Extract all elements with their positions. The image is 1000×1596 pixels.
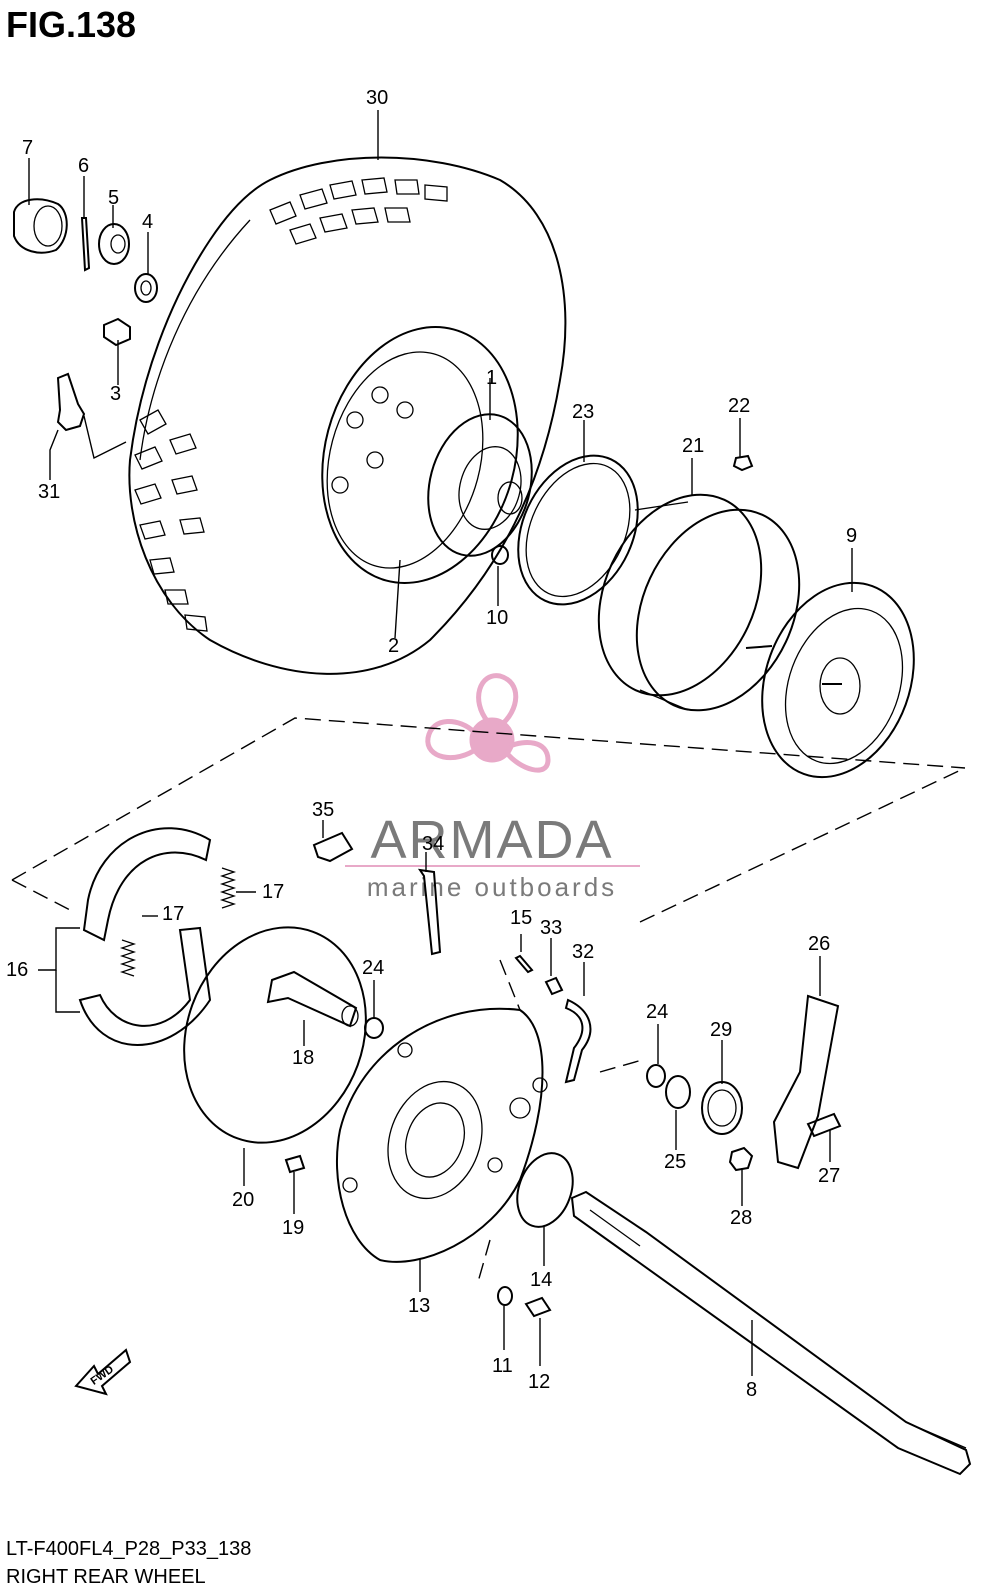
callout-29: 29: [710, 1019, 732, 1041]
figure-code: LT-F400FL4_P28_P33_138: [6, 1538, 252, 1560]
brake-arm-part-26: [772, 994, 840, 1170]
callout-8: 8: [746, 1379, 757, 1401]
callout-33: 33: [540, 917, 562, 939]
callout-34: 34: [422, 833, 444, 855]
callout-30: 30: [366, 87, 388, 109]
callout-24a: 24: [362, 957, 384, 979]
callout-35: 35: [312, 799, 334, 821]
figure-name: RIGHT REAR WHEEL: [6, 1566, 206, 1588]
wheel-rim-part-1: [321, 326, 533, 584]
camshaft-part-18: [266, 970, 359, 1028]
callout-26: 26: [808, 933, 830, 955]
washer-part-4: [134, 273, 158, 303]
tire-part-30: [128, 156, 567, 675]
callout-4: 4: [142, 211, 153, 233]
washer-part-11: [497, 1286, 513, 1306]
bolt-part-19: [284, 1154, 306, 1174]
callout-11: 11: [492, 1355, 513, 1377]
callout-23: 23: [572, 401, 594, 423]
seal-part-25: [665, 1075, 691, 1109]
callout-24b: 24: [646, 1001, 668, 1023]
callout-17a: 17: [262, 881, 284, 903]
callout-5: 5: [108, 187, 119, 209]
o-ring-part-24a: [364, 1017, 384, 1039]
fwd-arrow-icon: FWD: [74, 1348, 132, 1396]
o-ring-part-20: [183, 926, 367, 1144]
rod-part-34: [417, 868, 442, 956]
hub-cap-part-7: [13, 198, 68, 254]
assembly-dashed-lines: [11, 717, 966, 1283]
bolt-part-27: [806, 1112, 842, 1138]
valve-stem-part-31: [56, 372, 86, 432]
brake-drum-part-9: [745, 581, 915, 779]
callout-12: 12: [528, 1371, 550, 1393]
callout-17b: 17: [162, 903, 184, 925]
callout-15: 15: [510, 907, 532, 929]
spring-part-17b: [119, 939, 137, 977]
return-spring-part-29: [701, 1081, 743, 1135]
callout-31: 31: [38, 481, 60, 503]
callout-6: 6: [78, 155, 89, 177]
bolt-part-22: [732, 454, 754, 472]
callout-13: 13: [408, 1295, 430, 1317]
axle-shaft-part-8: [570, 1190, 972, 1476]
callout-10: 10: [486, 607, 508, 629]
cotter-pin-part-6: [80, 217, 91, 272]
watermark-tagline: marine outboards: [367, 872, 617, 902]
callout-3: 3: [110, 383, 121, 405]
callout-9: 9: [846, 525, 857, 547]
callout-21: 21: [682, 435, 704, 457]
callout-32: 32: [572, 941, 594, 963]
callout-20: 20: [232, 1189, 254, 1211]
o-ring-part-24b: [646, 1064, 666, 1088]
callout-16: 16: [6, 959, 28, 981]
callout-18: 18: [292, 1047, 314, 1069]
callout-2: 2: [388, 635, 399, 657]
grommet-part-33: [544, 976, 564, 996]
callout-14: 14: [530, 1269, 552, 1291]
nut-part-3: [103, 317, 131, 347]
nut-part-28: [728, 1146, 754, 1172]
drum-cover-part-21: [597, 493, 801, 712]
clip-part-35: [312, 831, 354, 863]
hose-part-32: [564, 998, 592, 1084]
callouts: 30 7 6 5 4 3 1 31 23 22 21 9 10 2 35 34 …: [6, 87, 857, 1401]
propeller-icon: [425, 673, 551, 773]
figure-title: FIG.138: [6, 4, 137, 45]
callout-27: 27: [818, 1165, 840, 1187]
watermark-brand: ARMADA: [370, 810, 613, 870]
o-ring-part-14: [516, 1152, 574, 1228]
callout-22: 22: [728, 395, 750, 417]
callout-19: 19: [282, 1217, 304, 1239]
watermark: ARMADA marine outboards: [345, 673, 640, 902]
bolt-part-12: [524, 1296, 552, 1318]
callout-7: 7: [22, 137, 33, 159]
o-ring-part-10: [491, 545, 509, 565]
callout-28: 28: [730, 1207, 752, 1229]
backing-plate-part-13: [336, 1007, 548, 1263]
brake-shoes-part-16: [78, 827, 212, 1046]
spring-part-17a: [219, 867, 237, 909]
callout-1: 1: [486, 367, 497, 389]
pin-part-15: [514, 954, 534, 974]
callout-25: 25: [664, 1151, 686, 1173]
castle-nut-part-5: [98, 223, 130, 265]
leader-lines: [28, 110, 853, 1376]
seal-ring-part-23: [517, 454, 639, 606]
